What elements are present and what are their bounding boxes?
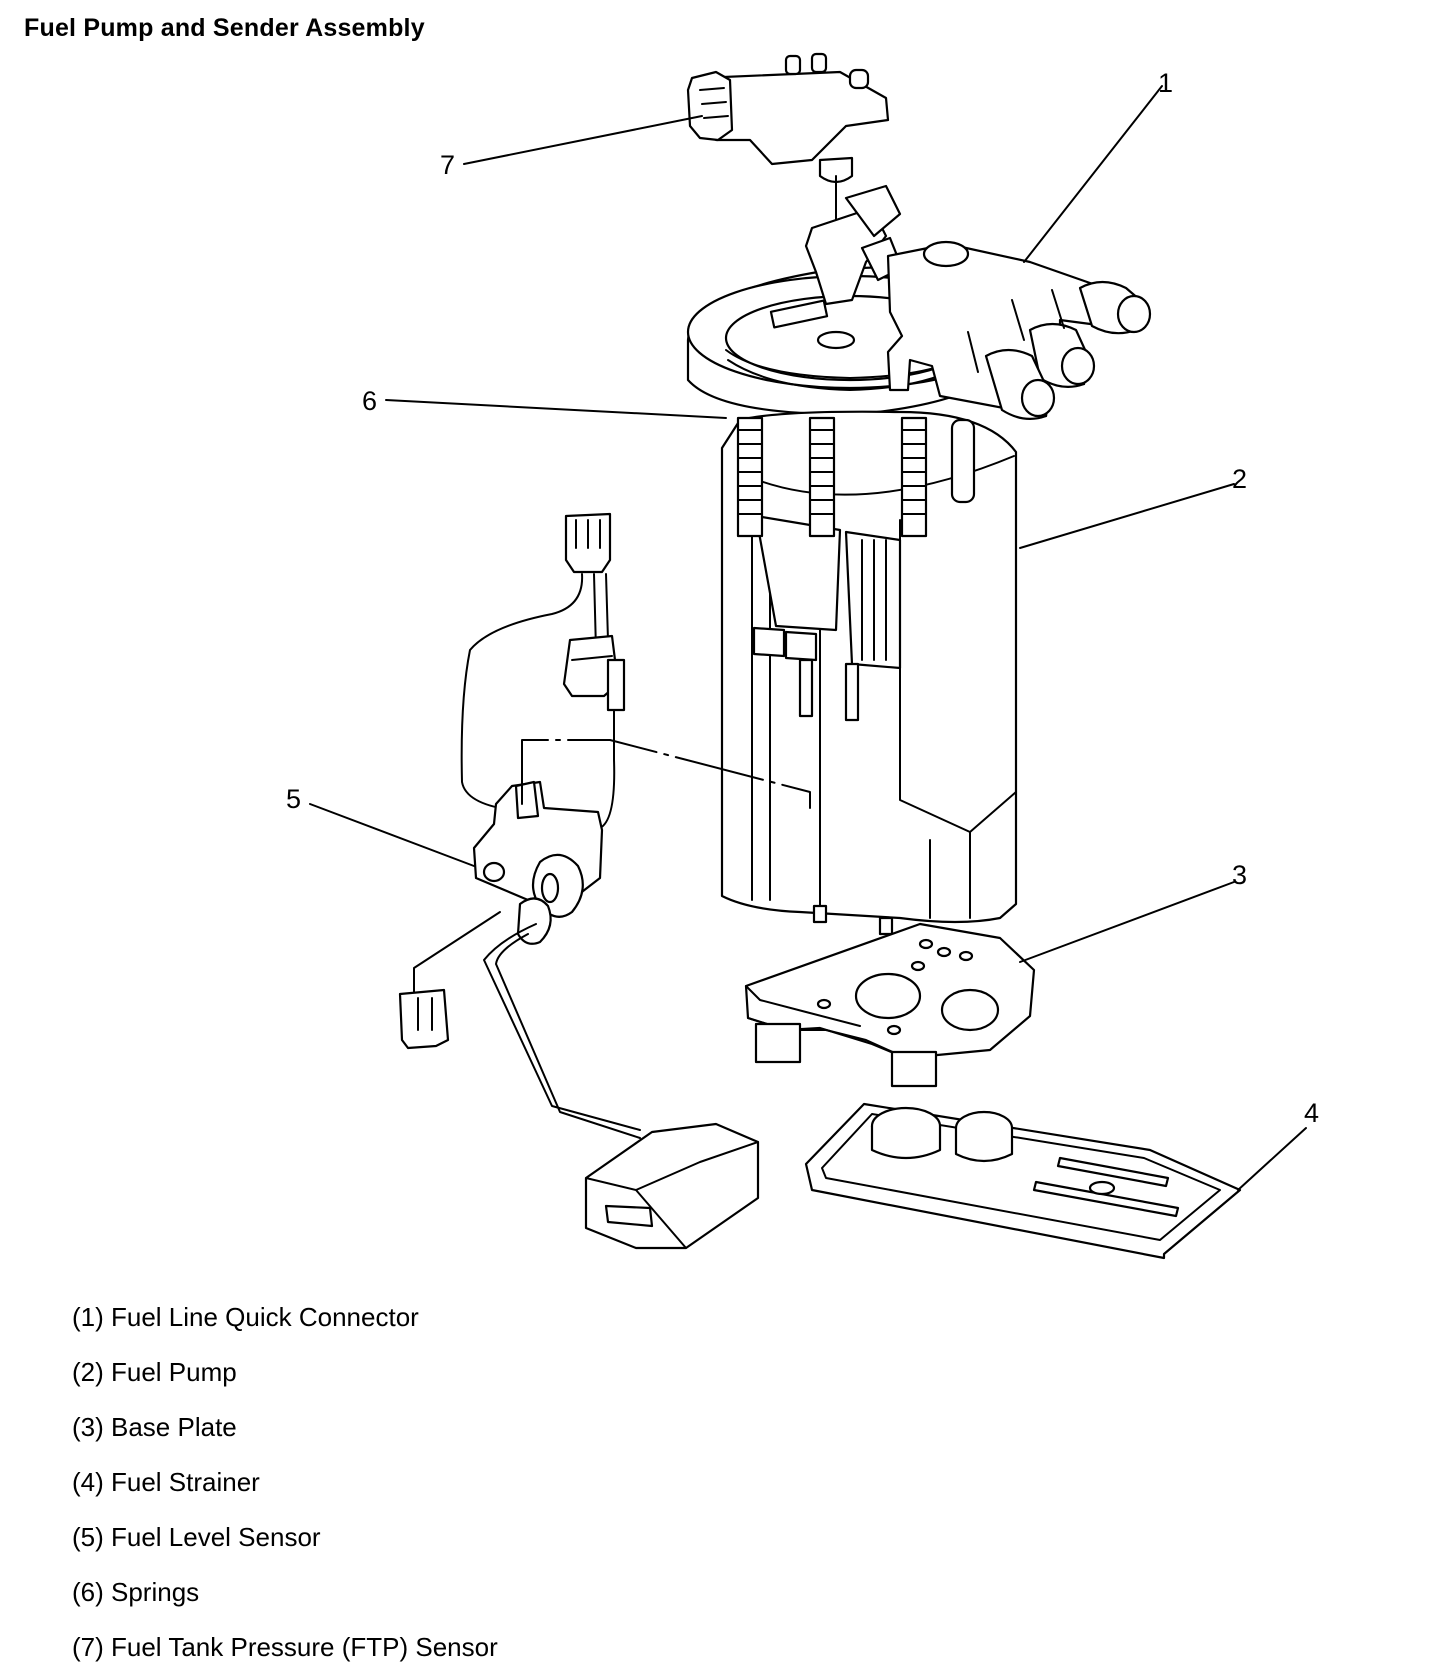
callout-number-5: 5 <box>286 784 301 814</box>
callout-number-1: 1 <box>1158 68 1173 98</box>
fuel-level-sensor <box>398 512 760 1250</box>
legend-item: (3) Base Plate <box>72 1412 237 1442</box>
legend-item: (7) Fuel Tank Pressure (FTP) Sensor <box>72 1632 498 1662</box>
parts-legend: (1) Fuel Line Quick Connector (2) Fuel P… <box>72 1302 498 1662</box>
springs <box>736 416 976 538</box>
fuel-strainer <box>804 1102 1242 1260</box>
leader-lines <box>309 85 1307 1191</box>
fuel-pump <box>720 410 1018 936</box>
legend-item: (2) Fuel Pump <box>72 1357 237 1387</box>
legend-item: (5) Fuel Level Sensor <box>72 1522 321 1552</box>
legend-item: (1) Fuel Line Quick Connector <box>72 1302 419 1332</box>
callout-number-6: 6 <box>362 386 377 416</box>
exploded-diagram: 1 2 3 4 5 6 7 <box>286 52 1319 1260</box>
page-title: Fuel Pump and Sender Assembly <box>24 14 425 42</box>
legend-item: (4) Fuel Strainer <box>72 1467 260 1497</box>
fuel-line-connector <box>886 240 1152 421</box>
legend-item: (6) Springs <box>72 1577 200 1607</box>
callout-number-3: 3 <box>1232 860 1247 890</box>
callout-number-4: 4 <box>1304 1098 1319 1128</box>
base-plate <box>744 922 1036 1088</box>
callout-number-7: 7 <box>440 150 455 180</box>
callout-number-2: 2 <box>1232 464 1247 494</box>
